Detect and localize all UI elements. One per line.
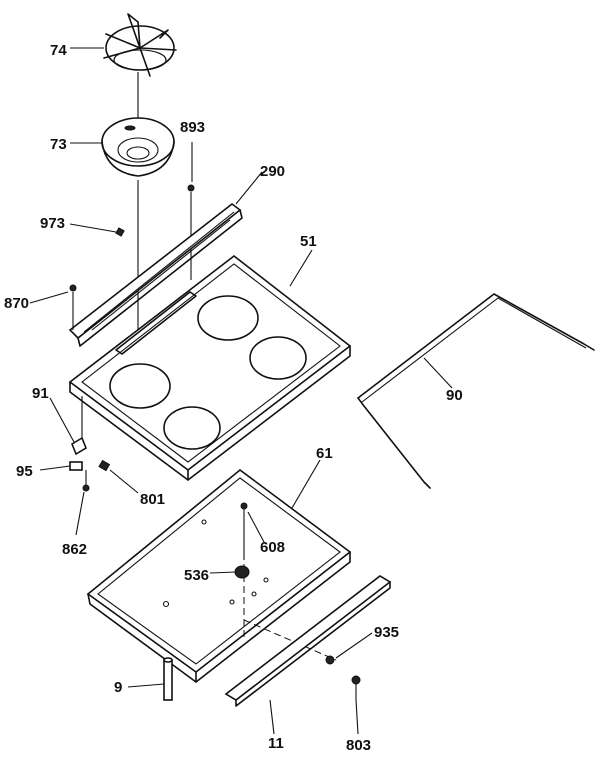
label-9: 9 — [114, 679, 122, 696]
label-61: 61 — [316, 445, 333, 462]
label-536: 536 — [184, 567, 209, 584]
leader-lines — [29, 47, 453, 735]
part-536-fitting — [234, 565, 250, 579]
part-74-burner-grate — [103, 13, 177, 77]
part-893-screw — [187, 184, 195, 280]
label-290: 290 — [260, 163, 285, 180]
part-11-trim-strip — [224, 575, 392, 707]
part-73-drip-bowl — [101, 117, 175, 177]
label-90: 90 — [446, 387, 463, 404]
part-608-screw — [240, 502, 248, 560]
label-51: 51 — [300, 233, 317, 250]
label-608: 608 — [260, 539, 285, 556]
part-9-post — [163, 657, 173, 701]
part-803-screw — [351, 675, 361, 700]
label-73: 73 — [50, 136, 67, 153]
label-870: 870 — [4, 295, 29, 312]
part-290-trim-strip — [68, 202, 243, 347]
label-95: 95 — [16, 463, 33, 480]
label-935: 935 — [374, 624, 399, 641]
part-801-screw — [98, 459, 111, 472]
label-801: 801 — [140, 491, 165, 508]
label-91: 91 — [32, 385, 49, 402]
part-61-burner-box — [86, 468, 352, 683]
part-862-screw — [82, 470, 90, 492]
label-893: 893 — [180, 119, 205, 136]
part-935-screw — [325, 655, 335, 665]
part-870-screw — [69, 284, 77, 330]
part-90-support-rod — [357, 293, 595, 489]
label-803: 803 — [346, 737, 371, 754]
label-862: 862 — [62, 541, 87, 558]
part-91-bracket — [71, 396, 87, 456]
part-973-screw — [115, 227, 125, 237]
part-labels: 74 73 893 290 973 51 870 90 91 95 801 86… — [4, 42, 463, 754]
label-11: 11 — [268, 735, 284, 752]
part-51-cooktop — [68, 254, 352, 481]
label-973: 973 — [40, 215, 65, 232]
label-74: 74 — [50, 42, 67, 59]
part-95-spacer — [69, 461, 83, 471]
